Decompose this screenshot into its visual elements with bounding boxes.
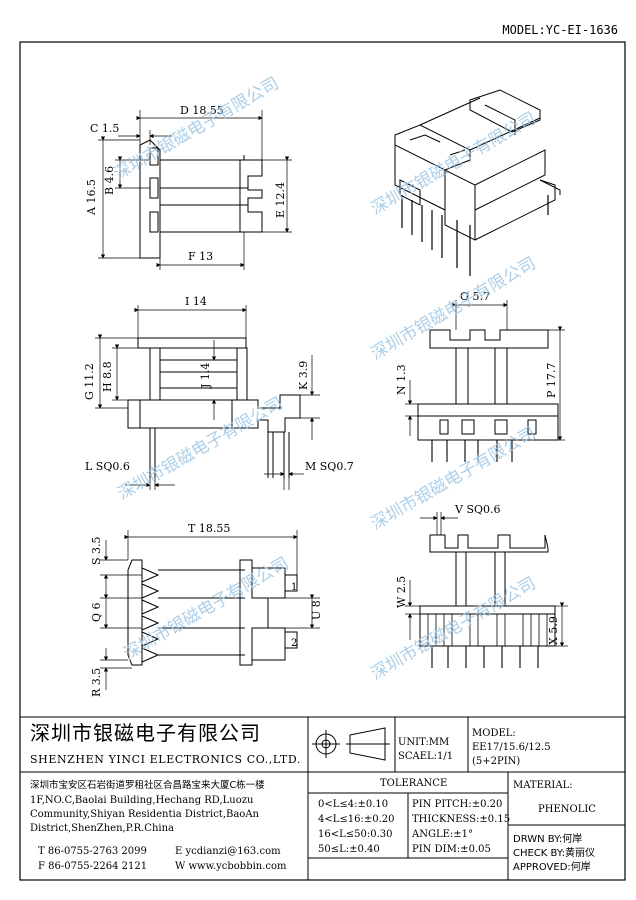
title-block-grid <box>20 716 625 880</box>
dim-g: G 11.2 <box>83 363 96 400</box>
pin-tolerance-row: ANGLE:±1° <box>412 829 474 840</box>
fax: F 86-0755-2264 2121 <box>38 861 148 872</box>
dim-l: L SQ0.6 <box>85 460 130 473</box>
dim-v: V SQ0.6 <box>454 503 501 516</box>
checked-by: CHECK BY:黄丽仪 <box>513 848 596 859</box>
dim-h: H 8.8 <box>101 361 114 392</box>
tolerance-title: TOLERANCE <box>380 778 448 789</box>
dim-m: M SQ0.7 <box>305 460 354 473</box>
pin-tolerance-row: PIN DIM:±0.05 <box>412 844 491 855</box>
model-value-2: (5+2PIN) <box>472 756 521 767</box>
dim-t: T 18.55 <box>188 522 230 535</box>
pin-tolerance-row: THICKNESS:±0.15 <box>412 814 511 825</box>
tolerance-row: 50≤L:±0.40 <box>318 844 380 855</box>
drawn-by: DRWN BY:何岸 <box>513 834 583 845</box>
address-en-1: 1F,NO.C,Baolai Building,Hechang RD,Luozu <box>30 795 254 806</box>
dim-a: A 16.5 <box>85 179 98 216</box>
model-value-1: EE17/15.6/12.5 <box>472 742 551 753</box>
website: W www.ycbobbin.com <box>175 861 287 872</box>
watermark-text: 深圳市银磁电子有限公司 <box>111 74 283 185</box>
model-header: MODEL: <box>472 728 516 739</box>
model-number: MODEL:YC-EI-1636 <box>502 23 618 37</box>
address-cn: 深圳市宝安区石岩街道罗租社区合昌路宝来大厦C栋一楼 <box>30 780 265 791</box>
svg-text:1: 1 <box>291 582 297 593</box>
approved-by: APPROVED:何岸 <box>513 862 591 873</box>
dim-p: P 17.7 <box>545 363 558 398</box>
dim-s: S 3.5 <box>90 536 103 565</box>
watermark-text: 深圳市银磁电子有限公司 <box>368 109 540 220</box>
bottom-view: 1 2 <box>127 559 298 666</box>
watermark-text: 深圳市银磁电子有限公司 <box>368 574 540 685</box>
telephone: T 86-0755-2763 2099 <box>38 846 147 857</box>
scale-label: SCAEL:1/1 <box>398 751 454 762</box>
dim-j: J 1.4 <box>199 363 212 389</box>
dim-q: Q 6 <box>90 602 103 622</box>
isometric-view <box>394 89 561 276</box>
company-name-cn: 深圳市银磁电子有限公司 <box>30 721 261 745</box>
material-value: PHENOLIC <box>538 804 596 815</box>
dim-o: O 5.7 <box>460 290 490 303</box>
drawing-border <box>19 41 626 881</box>
tolerance-row: 4<L≤16:±0.20 <box>318 814 395 825</box>
projection-symbol <box>312 727 390 761</box>
address-en-3: District,ShenZhen,P.R.China <box>30 823 174 834</box>
svg-text:2: 2 <box>291 638 297 649</box>
material-title: MATERIAL: <box>513 780 573 791</box>
dim-w: W 2.5 <box>395 576 408 608</box>
unit-label: UNIT:MM <box>398 737 450 748</box>
dim-e: E 12.4 <box>274 182 287 218</box>
company-name-en: SHENZHEN YINCI ELECTRONICS CO.,LTD. <box>30 753 301 766</box>
address-en-2: Community,Shiyan Residentia District,Bao… <box>30 809 259 820</box>
pin-tolerance-row: PIN PITCH:±0.20 <box>412 799 503 810</box>
tolerance-row: 16<L≤50:0.30 <box>318 829 393 840</box>
dim-i: I 14 <box>185 295 207 308</box>
dim-u: U 8 <box>310 600 323 620</box>
dim-r: R 3.5 <box>90 668 103 697</box>
email: E ycdianzi@163.com <box>175 846 281 857</box>
front-view <box>127 337 301 478</box>
side-view <box>417 329 559 462</box>
dim-k: K 3.9 <box>297 361 310 390</box>
dim-b: B 4.6 <box>103 166 116 195</box>
dim-c: C 1.5 <box>90 122 119 135</box>
dim-f: F 13 <box>188 250 213 263</box>
dim-d: D 18.55 <box>180 104 224 117</box>
tolerance-row: 0<L≤4:±0.10 <box>318 799 389 810</box>
dim-x: X 5.9 <box>547 616 560 645</box>
dim-n: N 1.3 <box>395 364 408 395</box>
watermark-group: 深圳市银磁电子有限公司 深圳市银磁电子有限公司 深圳市银磁电子有限公司 深圳市银… <box>111 74 540 685</box>
